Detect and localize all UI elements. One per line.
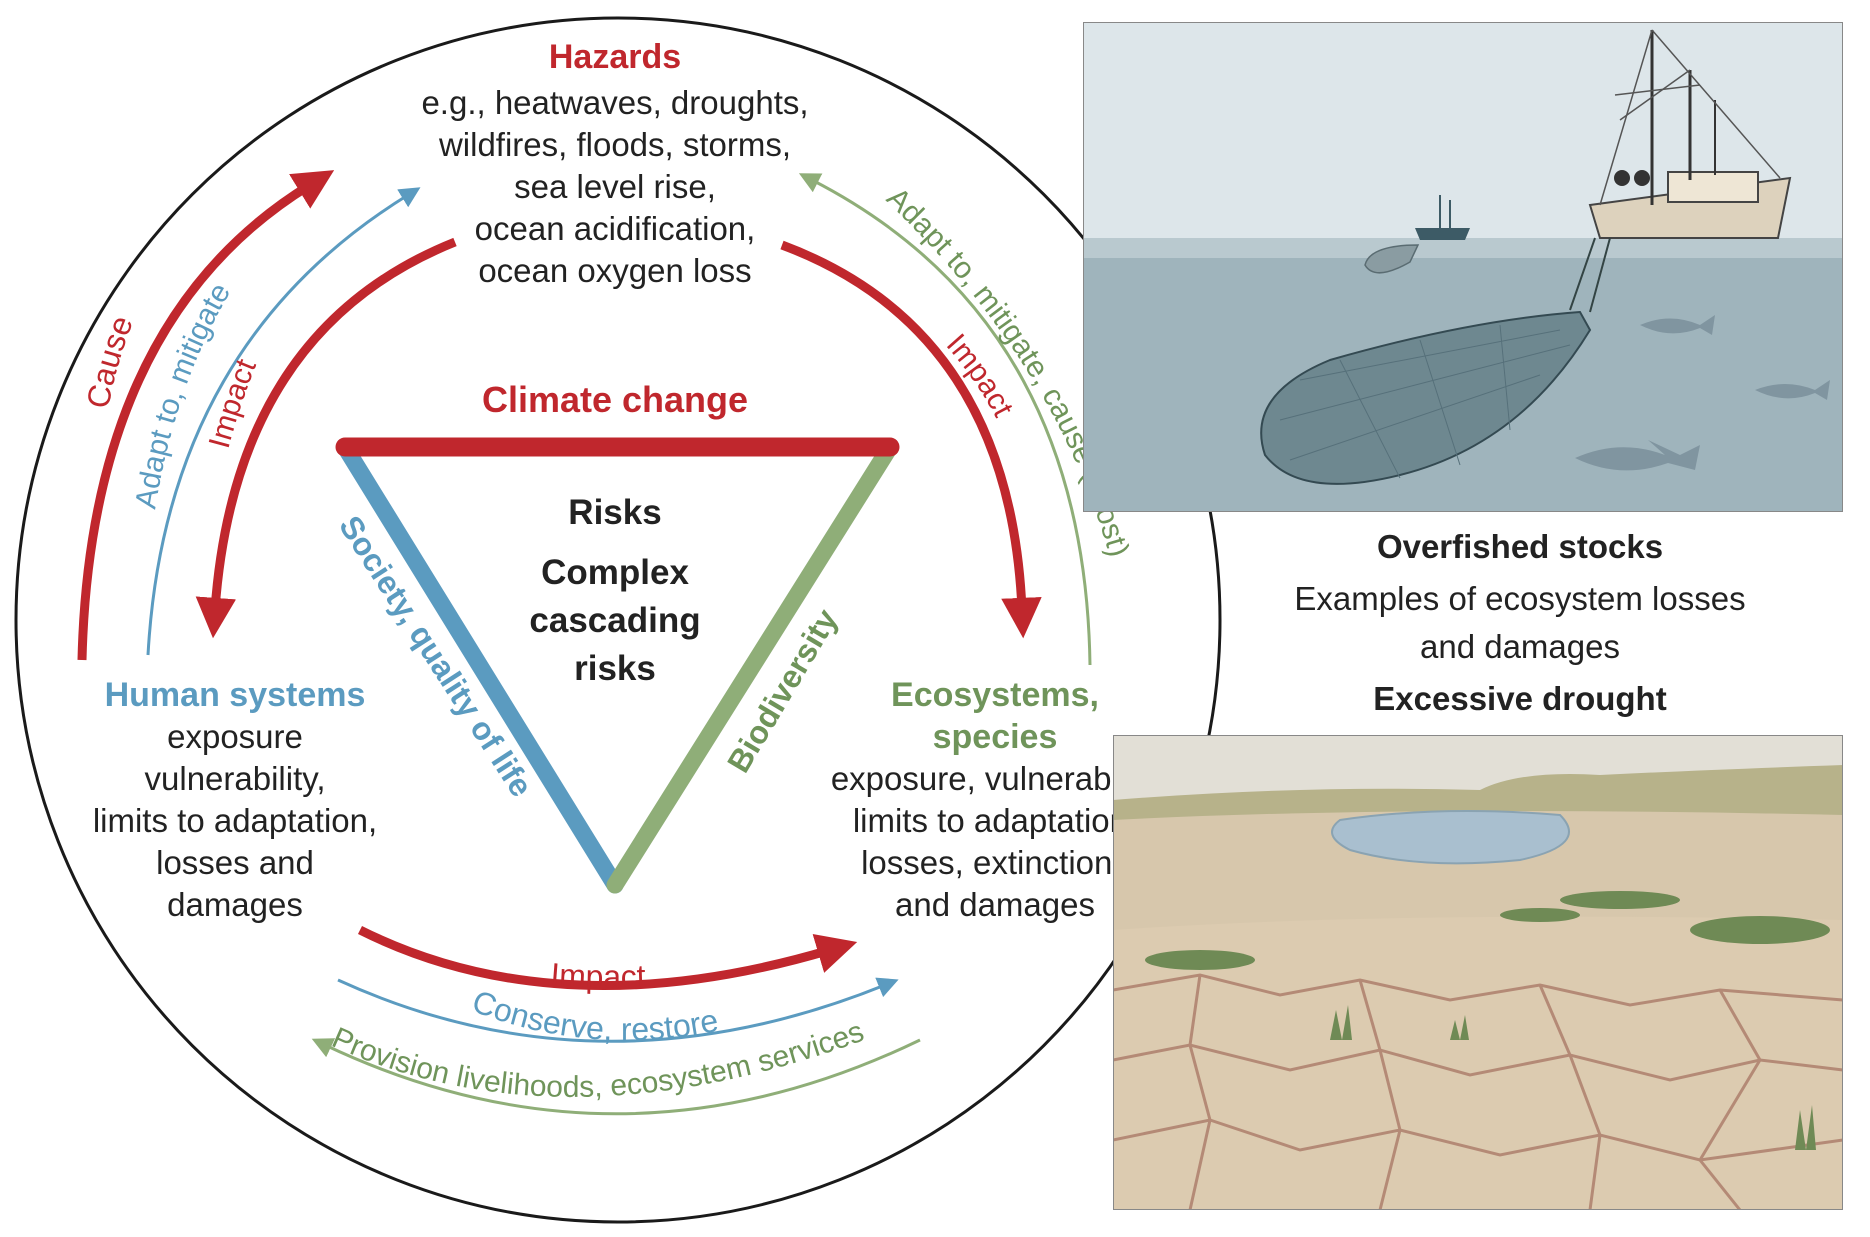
- hazards-line: sea level rise,: [514, 168, 716, 205]
- ecosystems-line: exposure, vulnerability: [831, 760, 1160, 797]
- human-systems-line: exposure: [167, 718, 303, 755]
- risks-line: Complex: [541, 553, 689, 592]
- drought-illustration: [1113, 735, 1843, 1210]
- fishing-net-icon: [1260, 237, 1611, 485]
- ecosystems-title-line: Ecosystems,: [891, 676, 1099, 714]
- hazards-title: Hazards: [549, 38, 681, 76]
- outer-circle: [14, 16, 1222, 1224]
- fish-icon: [1575, 315, 1830, 471]
- triangle-side-society: [336, 438, 624, 894]
- overfished-stocks-title: Overfished stocks: [1377, 528, 1663, 565]
- arrow-adapt-mitigate-cause: [798, 173, 1092, 666]
- arrow-impact-right: [780, 240, 1042, 639]
- arrow-provision: [311, 1038, 921, 1116]
- risks-line: cascading: [529, 601, 700, 640]
- label-impact-bottom: Impact: [549, 956, 646, 994]
- human-systems-line: limits to adaptation,: [93, 802, 377, 839]
- triangle-side-biodiversity: [606, 438, 899, 894]
- ecosystems-line: limits to adaptation,: [853, 802, 1137, 839]
- risks-line: risks: [574, 649, 656, 688]
- excessive-drought-title: Excessive drought: [1373, 680, 1666, 717]
- ecosystems-line: losses, extinctions: [861, 844, 1129, 881]
- arrow-impact-bottom: [357, 925, 858, 991]
- examples-caption-line: and damages: [1420, 628, 1620, 665]
- arrow-cause: [77, 170, 335, 661]
- arrow-adapt-mitigate-left: [146, 187, 421, 656]
- vegetation-icon: [1145, 891, 1830, 1150]
- small-ship-icon: [1364, 195, 1470, 274]
- ecosystems-title: Ecosystems, species: [891, 676, 1099, 756]
- cracked-soil-icon: [1113, 973, 1843, 1210]
- human-systems-title: Human systems: [105, 676, 366, 714]
- hazards-line: e.g., heatwaves, droughts,: [421, 84, 808, 121]
- ecosystems-line: and damages: [895, 886, 1095, 923]
- arrow-impact-left: [195, 237, 457, 639]
- hazards-line: ocean oxygen loss: [478, 252, 751, 289]
- risks-line: Risks: [568, 493, 661, 532]
- overfishing-illustration: [1083, 22, 1843, 512]
- trawler-ship-icon: [1588, 29, 1792, 239]
- ecosystems-title-line: species: [933, 718, 1058, 756]
- hazards-line: wildfires, floods, storms,: [438, 126, 791, 163]
- human-systems-line: vulnerability,: [145, 760, 326, 797]
- examples-caption-line: Examples of ecosystem losses: [1294, 580, 1745, 617]
- ecosystems-description: exposure, vulnerability limits to adapta…: [831, 760, 1160, 923]
- arrow-conserve-restore: [337, 977, 899, 1043]
- hazards-description: e.g., heatwaves, droughts, wildfires, fl…: [421, 84, 808, 289]
- human-systems-line: damages: [167, 886, 303, 923]
- human-systems-line: losses and: [156, 844, 314, 881]
- risks-center-text: Risks Complex cascading risks: [529, 493, 700, 688]
- human-systems-description: exposure vulnerability, limits to adapta…: [93, 718, 377, 923]
- hazards-line: ocean acidification,: [475, 210, 756, 247]
- climate-change-label: Climate change: [482, 379, 748, 420]
